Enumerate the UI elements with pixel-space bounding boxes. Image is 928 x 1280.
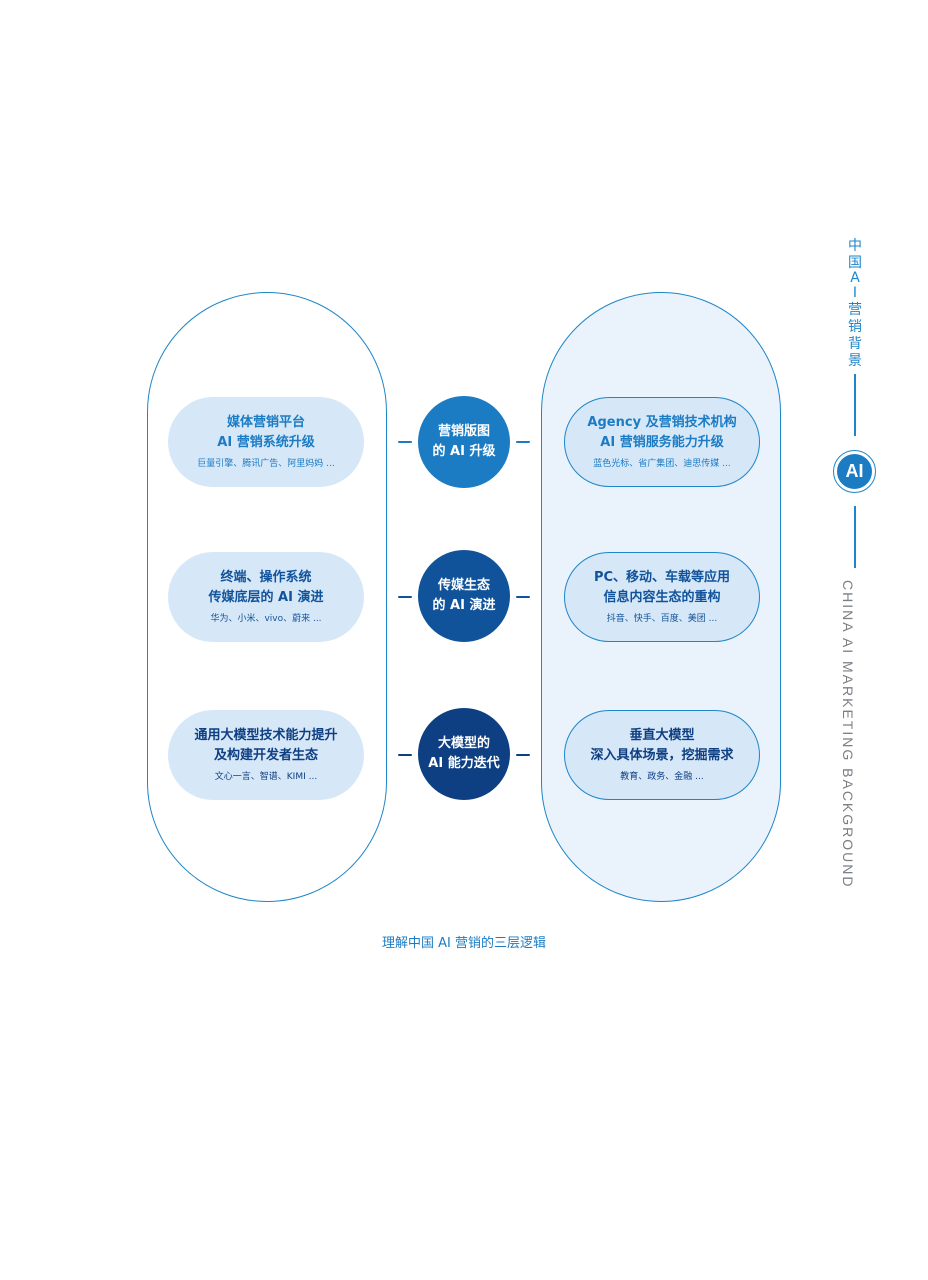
card-subtitle: 文心一言、智谱、KIMI ... <box>214 772 318 782</box>
left-card-general-llm: 通用大模型技术能力提升 及构建开发者生态 文心一言、智谱、KIMI ... <box>168 710 364 800</box>
side-title-char: 景 <box>848 353 862 369</box>
side-title-char: A <box>850 270 860 286</box>
side-english-title: CHINA AI MARKETING BACKGROUND <box>840 580 856 889</box>
right-card-applications: PC、移动、车载等应用 信息内容生态的重构 抖音、快手、百度、美团 ... <box>564 552 760 642</box>
card-subtitle: 巨量引擎、腾讯广告、阿里妈妈 ... <box>197 459 335 469</box>
side-title-char: 销 <box>848 319 862 335</box>
left-card-media-platform: 媒体营销平台 AI 营销系统升级 巨量引擎、腾讯广告、阿里妈妈 ... <box>168 397 364 487</box>
side-title-char: I <box>852 285 858 301</box>
card-title-line: 通用大模型技术能力提升 <box>194 728 338 743</box>
card-subtitle: 蓝色光标、省广集团、迪思传媒 ... <box>593 459 731 469</box>
circle-line: AI 能力迭代 <box>428 756 500 771</box>
connector-dash <box>398 441 412 443</box>
card-title-line: 信息内容生态的重构 <box>603 590 721 605</box>
card-title-line: 媒体营销平台 <box>226 415 305 430</box>
left-card-terminal-os: 终端、操作系统 传媒底层的 AI 演进 华为、小米、vivo、蔚来 ... <box>168 552 364 642</box>
card-subtitle: 华为、小米、vivo、蔚来 ... <box>210 614 322 624</box>
card-title-line: PC、移动、车载等应用 <box>593 570 731 585</box>
circle-line: 营销版图 <box>437 424 490 439</box>
card-title-line: Agency 及营销技术机构 <box>587 415 737 430</box>
card-title-line: 及构建开发者生态 <box>213 748 318 763</box>
card-title-line: 终端、操作系统 <box>220 570 312 585</box>
side-title-char: 背 <box>848 336 862 352</box>
connector-dash <box>398 596 412 598</box>
side-title-char: 国 <box>848 255 862 271</box>
connector-dash <box>516 754 530 756</box>
side-chinese-title: 中 国 A I 营 销 背 景 <box>845 238 865 370</box>
card-title-line: 深入具体场景，挖掘需求 <box>590 748 734 763</box>
connector-dash <box>398 754 412 756</box>
circle-line: 的 AI 演进 <box>432 598 496 613</box>
circle-line: 的 AI 升级 <box>432 444 496 459</box>
card-title-line: 传媒底层的 AI 演进 <box>208 590 324 605</box>
center-circle-marketing-map: 营销版图 的 AI 升级 <box>418 396 510 488</box>
connector-dash <box>516 441 530 443</box>
card-title-line: AI 营销系统升级 <box>217 435 315 450</box>
card-title-line: 垂直大模型 <box>629 728 695 743</box>
side-title-char: 营 <box>848 302 862 318</box>
side-divider-line <box>854 374 856 436</box>
card-subtitle: 教育、政务、金融 ... <box>620 772 704 782</box>
ai-badge-label: AI <box>837 454 872 489</box>
connector-dash <box>516 596 530 598</box>
ai-badge-icon: AI <box>833 450 876 493</box>
circle-line: 传媒生态 <box>437 578 490 593</box>
circle-line: 大模型的 <box>437 736 490 751</box>
right-card-vertical-llm: 垂直大模型 深入具体场景，挖掘需求 教育、政务、金融 ... <box>564 710 760 800</box>
side-divider-line <box>854 506 856 568</box>
side-title-char: 中 <box>848 238 862 254</box>
card-title-line: AI 营销服务能力升级 <box>600 435 724 450</box>
card-subtitle: 抖音、快手、百度、美团 ... <box>606 614 718 624</box>
center-circle-media-ecosystem: 传媒生态 的 AI 演进 <box>418 550 510 642</box>
right-card-agency: Agency 及营销技术机构 AI 营销服务能力升级 蓝色光标、省广集团、迪思传… <box>564 397 760 487</box>
center-circle-llm-iteration: 大模型的 AI 能力迭代 <box>418 708 510 800</box>
diagram-caption: 理解中国 AI 营销的三层逻辑 <box>382 936 546 951</box>
